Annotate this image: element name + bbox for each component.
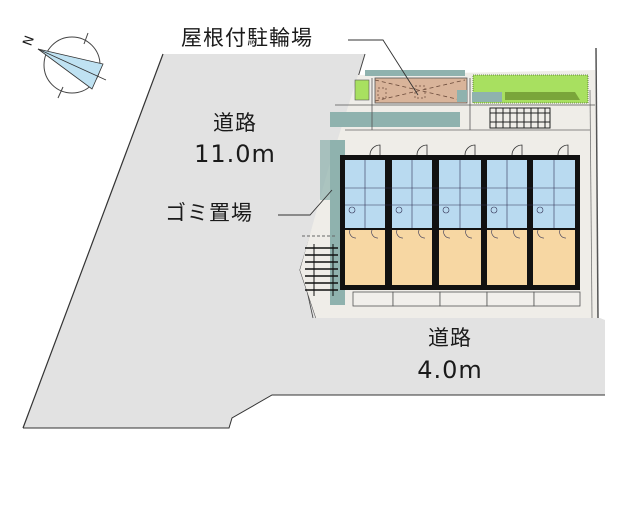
road-west-name: 道路 [213, 111, 257, 135]
covered-bicycle-parking-label: 屋根付駐輪場 [181, 26, 313, 50]
road-west-width: 11.0m [194, 140, 276, 168]
covered-bicycle-parking-area [354, 74, 589, 129]
garbage-area-label: ゴミ置場 [165, 201, 253, 225]
bicycle-racks-west [302, 235, 338, 296]
road-south-width: 4.0m [417, 356, 483, 384]
north-arrow-icon [37, 32, 107, 99]
leader-lines [278, 39, 419, 216]
apartment-building [340, 144, 581, 307]
road-south-name: 道路 [428, 326, 472, 350]
